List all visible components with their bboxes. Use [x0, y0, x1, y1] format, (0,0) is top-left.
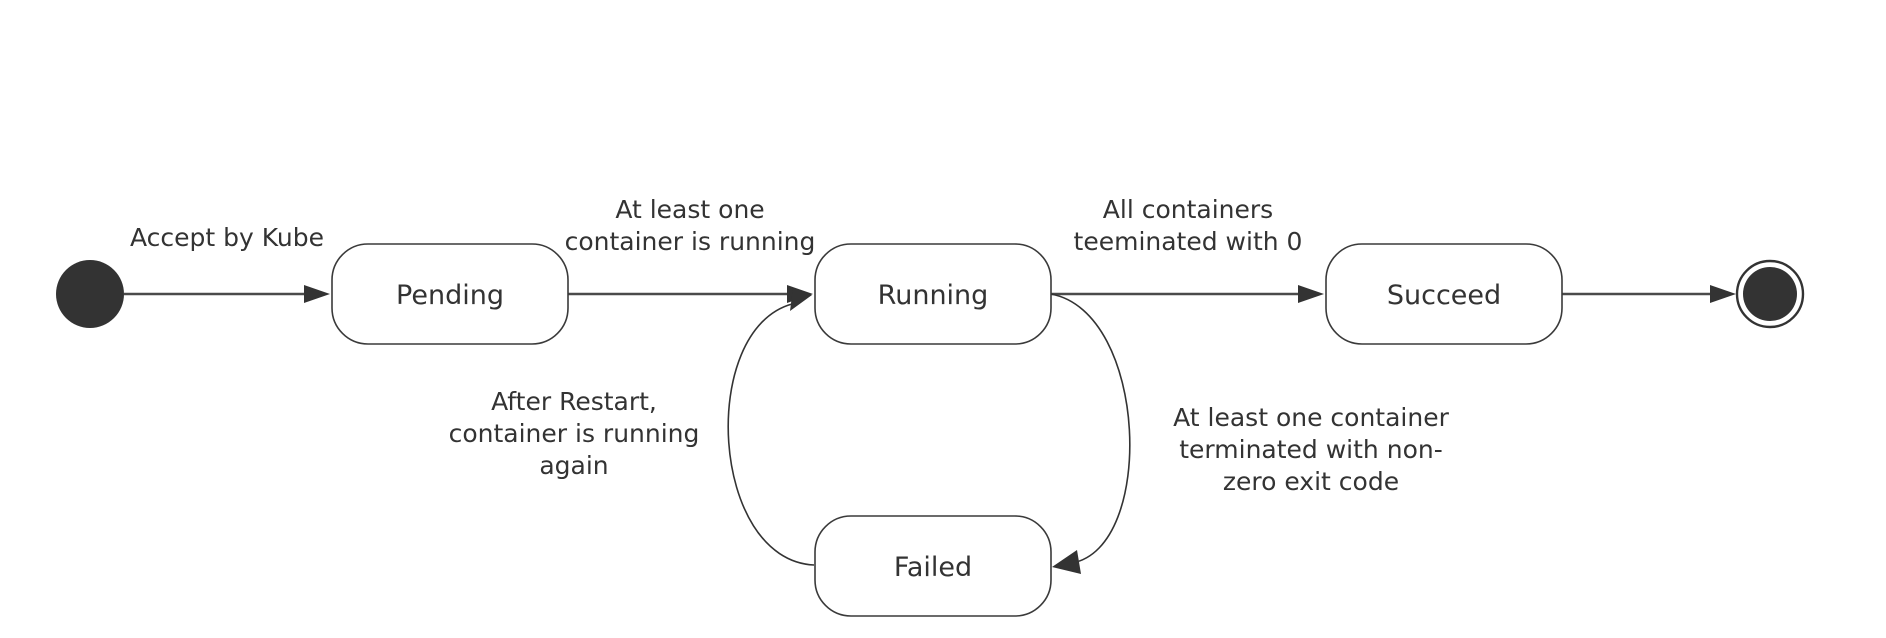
state-failed: Failed [814, 515, 1052, 617]
state-pending-label: Pending [396, 280, 504, 311]
label-failed-to-running: After Restart, container is running agai… [449, 387, 700, 480]
label-running-to-failed-line: zero exit code [1223, 467, 1399, 496]
edge-running-to-succeed [1051, 285, 1324, 303]
state-failed-label: Failed [894, 552, 972, 583]
label-pending-to-running-line: container is running [565, 227, 816, 256]
initial-state-node [56, 260, 124, 328]
label-running-to-failed-line: At least one container [1173, 403, 1449, 432]
state-running-label: Running [878, 280, 989, 311]
state-succeed: Succeed [1325, 243, 1563, 345]
state-pending: Pending [331, 243, 569, 345]
label-failed-to-running-line: After Restart, [491, 387, 657, 416]
edge-pending-to-running [568, 285, 813, 303]
label-running-to-succeed-line: teeminated with 0 [1074, 227, 1303, 256]
final-state-node [1735, 259, 1805, 329]
state-running: Running [814, 243, 1052, 345]
label-running-to-failed-line: terminated with non- [1179, 435, 1442, 464]
label-running-to-succeed: All containers teeminated with 0 [1074, 195, 1303, 256]
edge-running-to-failed [1050, 293, 1131, 574]
edge-succeed-to-final [1562, 285, 1736, 303]
label-failed-to-running-line: again [539, 451, 608, 480]
edge-failed-to-running [727, 288, 815, 566]
label-accept: Accept by Kube [130, 223, 324, 252]
label-failed-to-running-line: container is running [449, 419, 700, 448]
edge-initial-to-pending [124, 285, 330, 303]
label-running-to-failed: At least one container terminated with n… [1173, 403, 1449, 496]
label-pending-to-running-line: At least one [615, 195, 764, 224]
label-pending-to-running: At least one container is running [565, 195, 816, 256]
label-running-to-succeed-line: All containers [1103, 195, 1273, 224]
state-succeed-label: Succeed [1387, 280, 1501, 311]
label-accept-line: Accept by Kube [130, 223, 324, 252]
